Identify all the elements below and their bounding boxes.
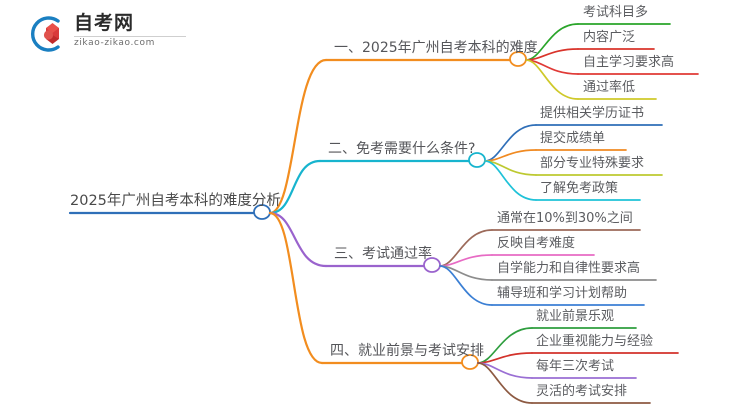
leaf-node-label-2-4[interactable]: 了解免考政策 [540, 181, 619, 196]
leaf-curve-3-1 [439, 229, 493, 267]
branch-node-circle-4[interactable] [461, 354, 479, 370]
leaf-curve-4-1 [477, 327, 533, 364]
leaf-node-label-1-1[interactable]: 考试科目多 [583, 5, 649, 20]
branch-trunk-2 [268, 159, 322, 215]
site-logo[interactable]: 自考网 zikao-zikao.com [26, 10, 186, 56]
branch-node-circle-1[interactable] [509, 51, 527, 67]
leaf-node-label-2-3[interactable]: 部分专业特殊要求 [540, 156, 645, 171]
leaf-curve-4-4 [477, 362, 533, 404]
branch-node-circle-2[interactable] [468, 152, 486, 168]
leaf-node-label-1-3[interactable]: 自主学习要求高 [583, 55, 675, 70]
leaf-node-label-3-4[interactable]: 辅导班和学习计划帮助 [497, 286, 628, 301]
leaf-node-label-4-4[interactable]: 灵活的考试安排 [536, 384, 628, 399]
logo-subtitle: zikao-zikao.com [74, 38, 155, 48]
leaf-node-label-2-2[interactable]: 提交成绩单 [540, 131, 606, 146]
branch-trunk-4 [268, 211, 324, 365]
leaf-curve-3-4 [439, 265, 493, 306]
logo-divider [74, 36, 186, 37]
leaf-node-label-3-1[interactable]: 通常在10%到30%之间 [497, 211, 633, 226]
leaf-node-label-4-2[interactable]: 企业重视能力与经验 [536, 334, 654, 349]
leaf-curve-1-3 [525, 59, 579, 75]
branch-node-label-1[interactable]: 一、2025年广州自考本科的难度 [334, 40, 538, 56]
logo-wordmark: 自考网 zikao-zikao.com [74, 12, 186, 48]
logo-title: 自考网 [74, 12, 135, 34]
branch-trunk-3 [268, 211, 328, 268]
leaf-node-label-2-1[interactable]: 提供相关学历证书 [540, 106, 645, 121]
leaf-curve-2-1 [484, 124, 537, 162]
root-node-label[interactable]: 2025年广州自考本科的难度分析 [70, 193, 281, 209]
leaf-curve-4-3 [477, 362, 533, 379]
leaf-curve-1-4 [525, 59, 579, 100]
leaf-curve-3-3 [439, 265, 493, 281]
branch-node-label-4[interactable]: 四、就业前景与考试安排 [330, 343, 484, 359]
branch-node-label-3[interactable]: 三、考试通过率 [334, 246, 432, 262]
branch-node-label-2[interactable]: 二、免考需要什么条件? [328, 141, 476, 157]
leaf-curve-3-2 [439, 254, 493, 267]
branch-node-circle-3[interactable] [423, 257, 441, 273]
leaf-node-label-1-2[interactable]: 内容广泛 [583, 30, 636, 45]
leaf-curve-4-2 [477, 352, 533, 364]
leaf-node-label-4-1[interactable]: 就业前景乐观 [536, 309, 615, 324]
branch-trunk-1 [268, 58, 328, 215]
leaf-node-label-1-4[interactable]: 通过率低 [583, 80, 636, 95]
zikao-logo-icon [30, 16, 60, 52]
leaf-node-label-3-2[interactable]: 反映自考难度 [497, 236, 576, 251]
leaf-node-label-3-3[interactable]: 自学能力和自律性要求高 [497, 261, 641, 276]
leaf-node-label-4-3[interactable]: 每年三次考试 [536, 359, 615, 374]
leaf-curve-2-2 [484, 149, 537, 162]
leaf-curve-2-4 [484, 160, 537, 201]
